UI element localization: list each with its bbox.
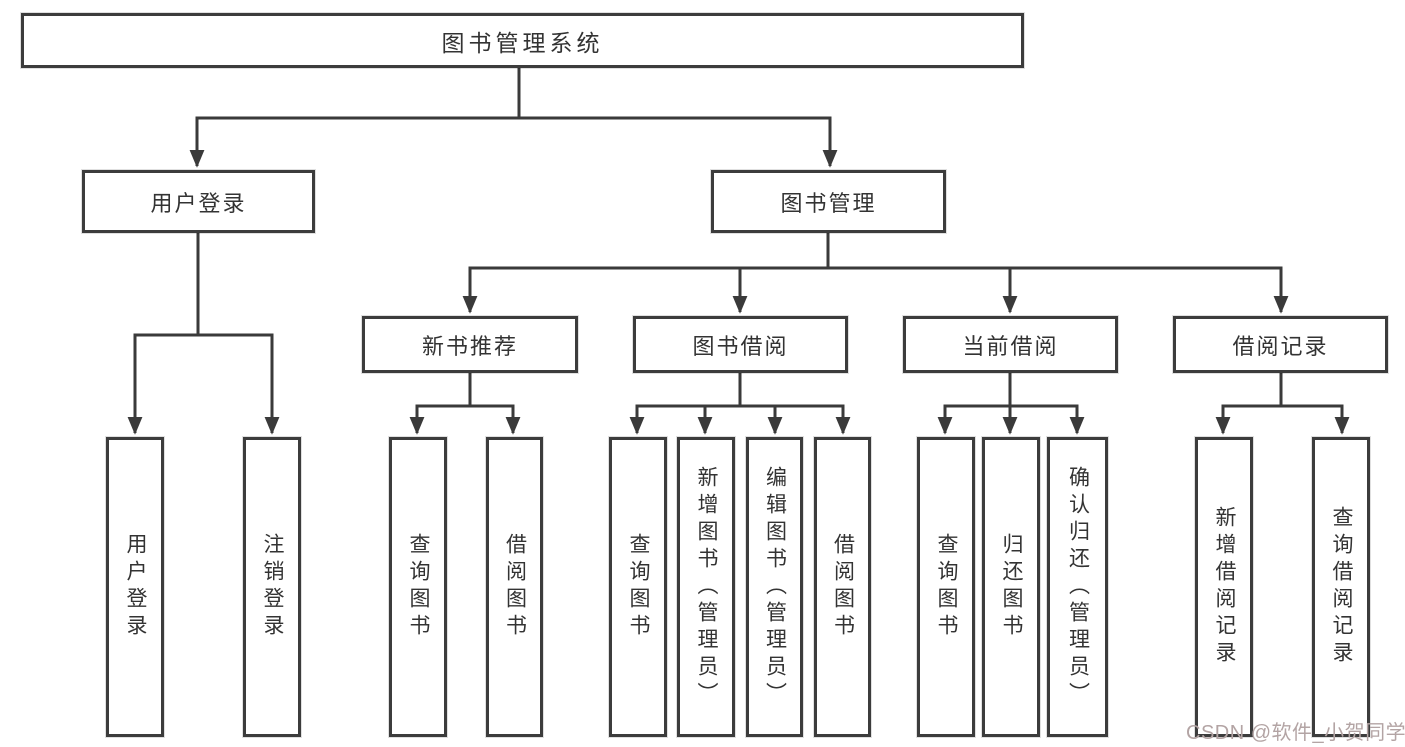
node-label: 图书管理系统 bbox=[441, 29, 604, 56]
node-label: 用户登录 bbox=[150, 190, 247, 216]
node-label: 查询图书 bbox=[627, 533, 650, 641]
node-label: 当前借阅 bbox=[962, 333, 1059, 359]
node-label: 查询图书 bbox=[407, 533, 430, 641]
node-current-query-books: 查询图书 bbox=[917, 437, 975, 737]
csdn-watermark: CSDN @软件_小贺同学 bbox=[1186, 722, 1405, 744]
node-rec-query-books: 查询图书 bbox=[389, 437, 447, 737]
node-label: 借阅记录 bbox=[1232, 333, 1329, 359]
node-label: 注销登录 bbox=[261, 533, 284, 641]
node-label: 图书借阅 bbox=[692, 333, 789, 359]
node-label: 归还图书 bbox=[1000, 533, 1023, 641]
node-current-borrowing: 当前借阅 bbox=[903, 316, 1118, 373]
node-lend-books: 借阅图书 bbox=[814, 437, 871, 737]
node-query-borrow-record: 查询借阅记录 bbox=[1312, 437, 1370, 737]
node-add-borrow-record: 新增借阅记录 bbox=[1195, 437, 1253, 737]
node-user-login-branch: 用户登录 bbox=[82, 170, 315, 233]
node-label: 图书管理 bbox=[780, 190, 877, 216]
node-label: 确认归还（管理员） bbox=[1066, 465, 1090, 709]
node-label: 编辑图书（管理员） bbox=[763, 465, 787, 709]
node-book-management-branch: 图书管理 bbox=[711, 170, 946, 233]
node-label: 新书推荐 bbox=[421, 333, 518, 359]
node-book-borrowing: 图书借阅 bbox=[633, 316, 848, 373]
node-label: 查询图书 bbox=[935, 533, 958, 641]
node-return-books: 归还图书 bbox=[982, 437, 1040, 737]
node-rec-borrow-books: 借阅图书 bbox=[486, 437, 543, 737]
node-label: 用户登录 bbox=[124, 533, 147, 641]
node-user-login: 用户登录 bbox=[106, 437, 164, 737]
node-label: 借阅图书 bbox=[831, 533, 855, 641]
node-label: 新增借阅记录 bbox=[1213, 506, 1236, 668]
node-add-books-admin: 新增图书（管理员） bbox=[677, 437, 735, 737]
node-library-management-system: 图书管理系统 bbox=[21, 13, 1024, 68]
node-new-book-recommend: 新书推荐 bbox=[362, 316, 578, 373]
node-edit-books-admin: 编辑图书（管理员） bbox=[746, 437, 803, 737]
node-borrowing-records: 借阅记录 bbox=[1173, 316, 1388, 373]
node-label: 借阅图书 bbox=[503, 533, 527, 641]
node-label: 新增图书（管理员） bbox=[695, 465, 718, 709]
node-confirm-return-admin: 确认归还（管理员） bbox=[1047, 437, 1108, 737]
node-label: 查询借阅记录 bbox=[1330, 506, 1353, 668]
node-logout: 注销登录 bbox=[243, 437, 301, 737]
node-borrow-query-books: 查询图书 bbox=[609, 437, 667, 737]
